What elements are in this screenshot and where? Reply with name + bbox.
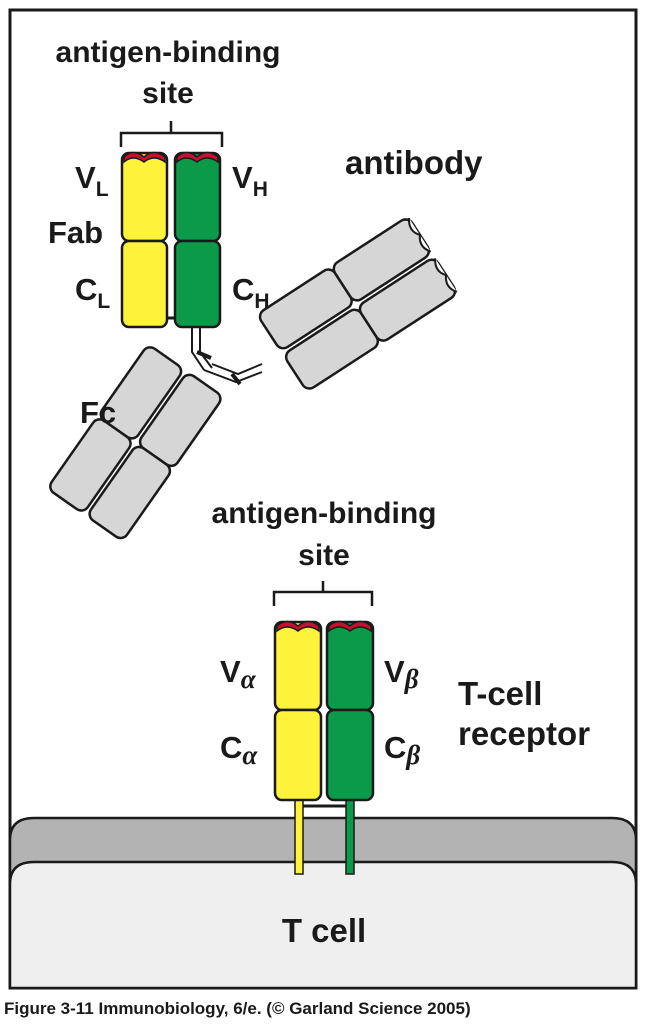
binding-tip [176, 151, 219, 164]
tcr-site-label-line2: site [298, 539, 350, 572]
light-chain-constant [120, 239, 169, 329]
binding-tip [276, 620, 320, 633]
fc-domain [49, 418, 132, 512]
light-chain-variable [120, 151, 169, 243]
second-fab-arm [258, 218, 458, 390]
t-cell: T cell [8, 816, 638, 990]
tcr-title-line2: receptor [458, 715, 590, 752]
label-c-alpha: Cα [220, 730, 258, 770]
alpha-chain-constant [273, 708, 323, 802]
tcr-title-line1: T-cell [458, 675, 542, 712]
antibody: antigen-binding site VL VH Fab CL CH Fc … [48, 36, 483, 540]
label-v-beta: Vβ [384, 654, 419, 694]
label-v-alpha: Vα [220, 654, 257, 694]
fab-label: Fab [48, 215, 103, 250]
fc-label: Fc [80, 395, 116, 430]
alpha-chain-variable [273, 620, 323, 712]
label-c-beta: Cβ [384, 730, 420, 770]
fc-region [49, 346, 222, 540]
cytoplasm [8, 860, 638, 990]
t-cell-receptor: antigen-binding site Vα Vβ Cα Cβ T-cell … [212, 497, 590, 875]
label-c-heavy: CH [232, 272, 270, 313]
antibody-site-label-line2: site [142, 77, 194, 110]
binding-tip [328, 620, 372, 633]
t-cell-label: T cell [282, 912, 366, 949]
heavy-chain-constant [173, 239, 222, 329]
beta-chain-constant [325, 708, 375, 802]
binding-tip [407, 218, 432, 253]
label-v-light: VL [75, 160, 109, 201]
heavy-chain-variable [173, 151, 222, 243]
antibody-title: antibody [345, 144, 483, 181]
tcr-site-label-line1: antigen-binding [212, 497, 437, 530]
alpha-transmembrane [294, 799, 304, 875]
hinge [191, 327, 263, 386]
binding-tip [434, 258, 458, 293]
antibody-site-label-line1: antigen-binding [56, 36, 281, 69]
label-c-light: CL [75, 272, 110, 313]
beta-chain-variable [325, 620, 375, 712]
binding-site-bracket [272, 581, 374, 606]
fc-domain [88, 445, 172, 540]
beta-transmembrane [345, 799, 355, 875]
label-v-heavy: VH [232, 160, 268, 201]
binding-site-bracket [119, 121, 224, 147]
figure-caption: Figure 3-11 Immunobiology, 6/e. (© Garla… [4, 999, 471, 1018]
binding-tip [123, 151, 166, 164]
